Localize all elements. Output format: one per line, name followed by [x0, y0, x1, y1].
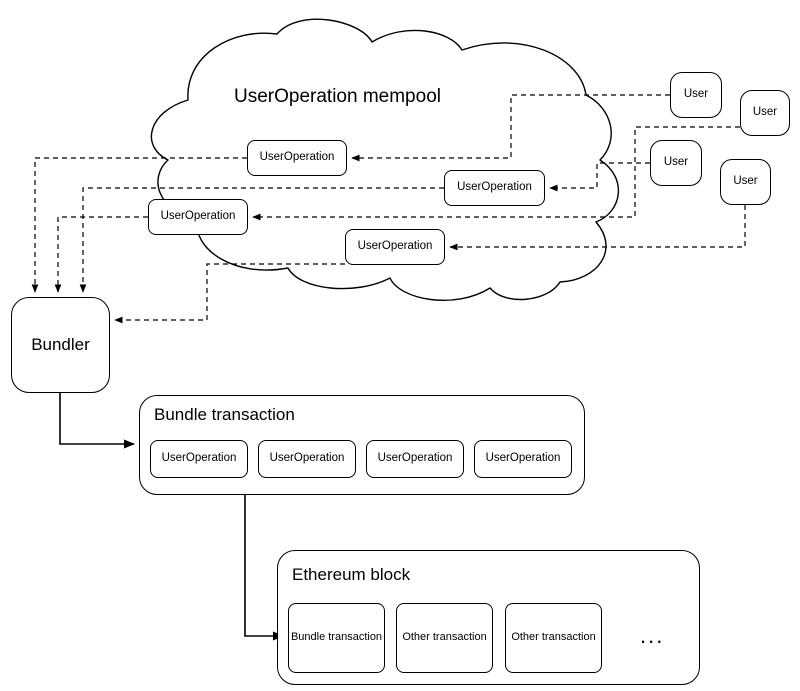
ethereum-block-title: Ethereum block	[292, 565, 411, 584]
bundle-useroperation-2-label: UserOperation	[269, 452, 345, 465]
user-node-4[interactable]: User	[720, 159, 771, 205]
ethereum-block-container[interactable]: Ethereum block Bundle transaction Other …	[277, 550, 700, 685]
bundle-useroperation-3[interactable]: UserOperation	[366, 440, 464, 478]
mempool-useroperation-4[interactable]: UserOperation	[345, 229, 445, 265]
bundler-node[interactable]: Bundler	[11, 297, 110, 393]
ethereum-transaction-1[interactable]: Bundle transaction	[288, 603, 385, 673]
edge-user3-to-uop2	[549, 162, 650, 192]
ethereum-transaction-3-label: Other transaction	[511, 631, 596, 644]
edge-user1-to-uop1	[351, 94, 670, 162]
bundler-node-label: Bundler	[31, 335, 90, 355]
user-node-3[interactable]: User	[650, 140, 702, 186]
bundle-transaction-title: Bundle transaction	[154, 405, 295, 424]
mempool-useroperation-3[interactable]: UserOperation	[148, 199, 248, 235]
user-node-2-label: User	[752, 106, 778, 119]
edge-uop3-to-bundler	[54, 216, 148, 293]
edge-uop1-to-bundler	[31, 157, 247, 293]
mempool-useroperation-1[interactable]: UserOperation	[247, 140, 347, 176]
bundle-transaction-container[interactable]: Bundle transaction UserOperation UserOpe…	[139, 395, 585, 495]
bundle-useroperation-1[interactable]: UserOperation	[150, 440, 248, 478]
mempool-useroperation-4-label: UserOperation	[357, 240, 433, 253]
mempool-useroperation-3-label: UserOperation	[160, 210, 236, 223]
mempool-useroperation-1-label: UserOperation	[259, 151, 335, 164]
mempool-useroperation-2[interactable]: UserOperation	[444, 170, 545, 206]
edge-uop2-to-bundler	[79, 187, 444, 293]
bundle-useroperation-4-label: UserOperation	[485, 452, 561, 465]
edge-bundler-to-bundle-transaction	[59, 393, 136, 449]
user-node-1[interactable]: User	[670, 72, 722, 118]
ethereum-transaction-1-label: Bundle transaction	[290, 631, 383, 644]
bundle-useroperation-2[interactable]: UserOperation	[258, 440, 356, 478]
edge-user4-to-uop4	[449, 205, 746, 251]
user-node-2[interactable]: User	[740, 90, 790, 136]
mempool-useroperation-2-label: UserOperation	[457, 181, 532, 194]
bundle-useroperation-4[interactable]: UserOperation	[474, 440, 572, 478]
bundle-useroperation-1-label: UserOperation	[161, 452, 237, 465]
user-node-4-label: User	[733, 175, 758, 188]
edge-bundle-transaction-to-ethereum-block	[244, 495, 285, 641]
ethereum-transaction-2[interactable]: Other transaction	[396, 603, 493, 673]
bundle-useroperation-3-label: UserOperation	[377, 452, 453, 465]
ethereum-transaction-3[interactable]: Other transaction	[505, 603, 602, 673]
ethereum-more-transactions-indicator: ...	[640, 623, 665, 648]
edge-uop4-to-bundler	[114, 263, 345, 324]
mempool-cloud-title: UserOperation mempool	[234, 86, 441, 107]
ethereum-transaction-2-label: Other transaction	[402, 631, 487, 644]
user-node-1-label: User	[683, 88, 709, 101]
user-node-3-label: User	[663, 156, 689, 169]
